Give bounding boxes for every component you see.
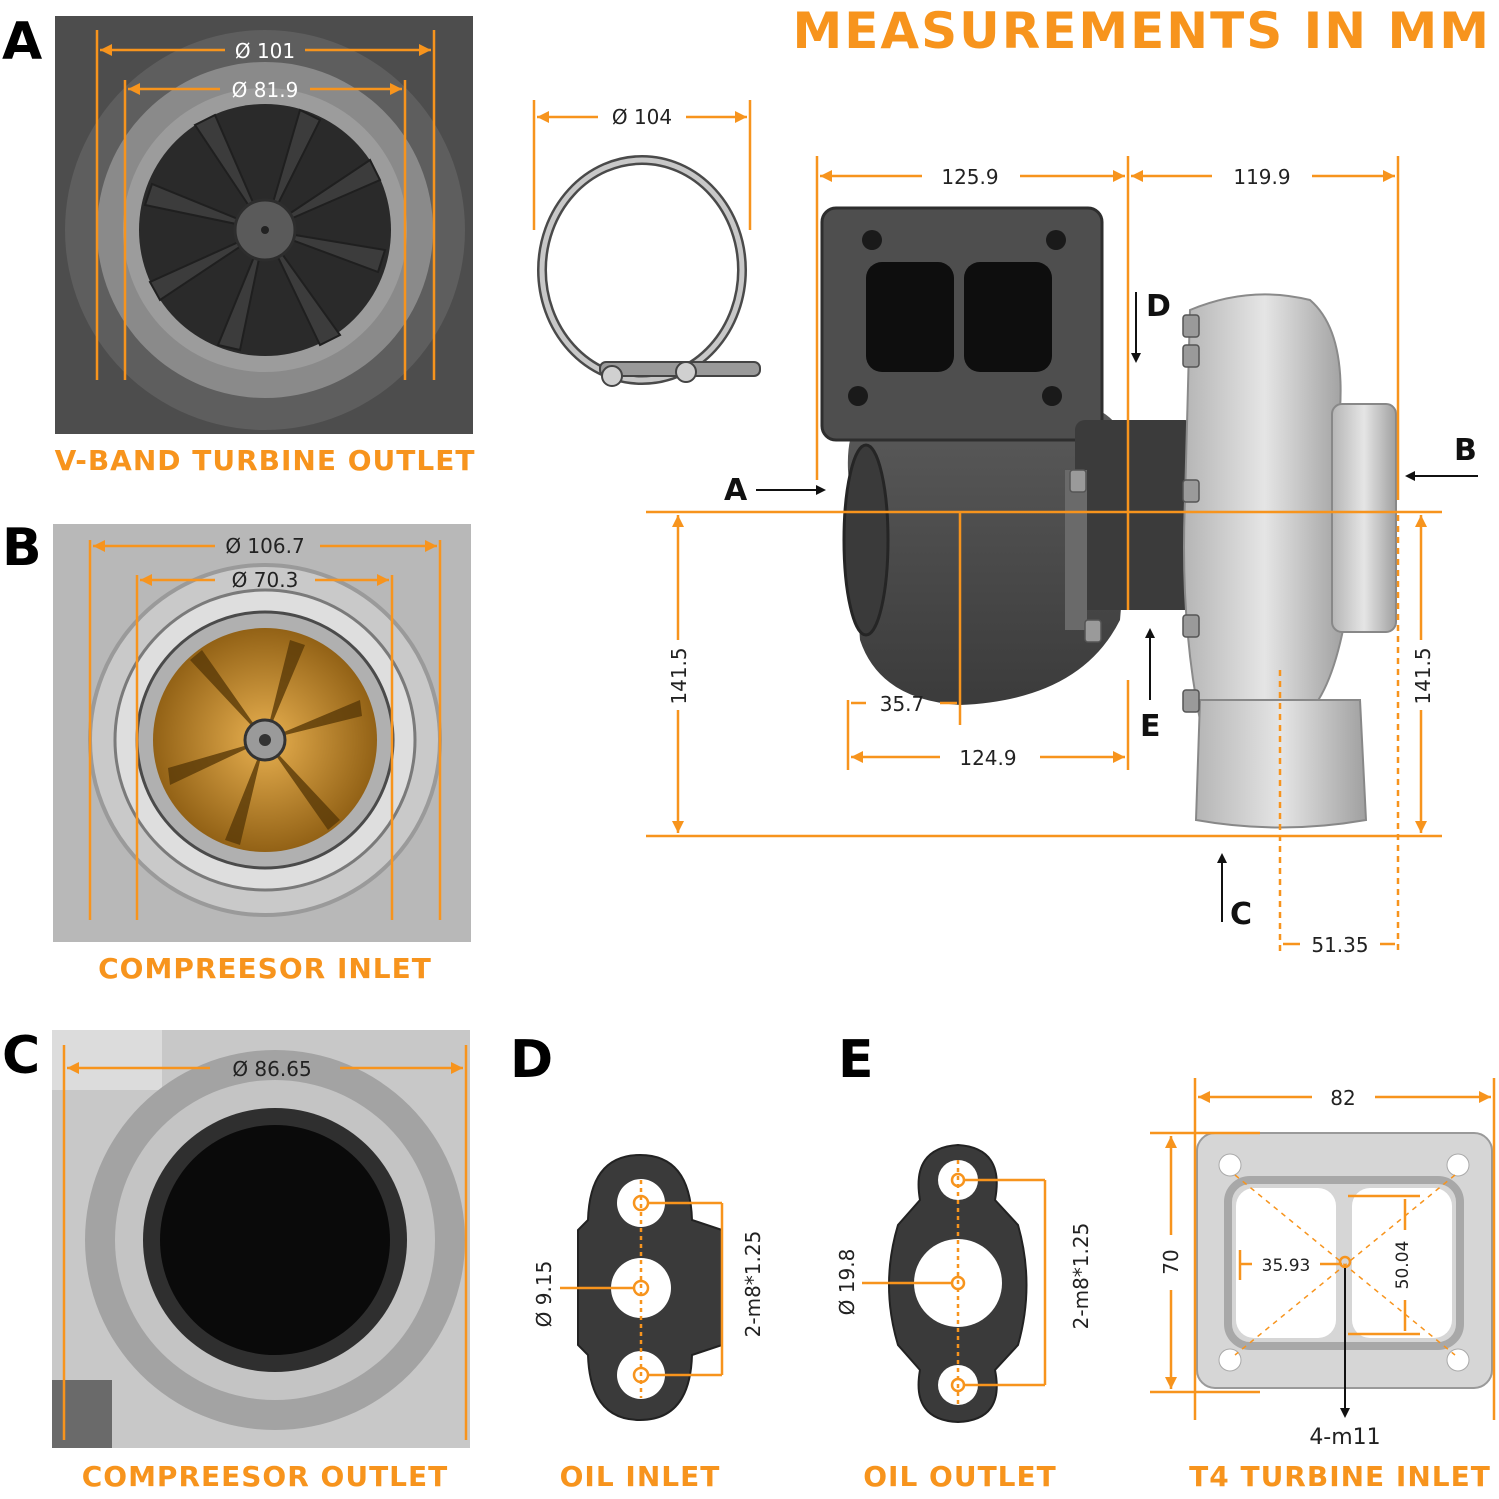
t4-bolt-pointer: [1340, 1268, 1350, 1418]
panel-t4-caption: T4 TURBINE INLET: [1189, 1460, 1491, 1493]
oil-outlet-dimensions: [862, 1160, 1047, 1405]
panel-d-caption: OIL INLET: [559, 1460, 721, 1493]
dim-top-right: 119.9: [1233, 165, 1290, 189]
panel-b-caption: COMPREESOR INLET: [98, 952, 432, 985]
vband-clamp-icon: [537, 155, 761, 387]
main-label-c: C: [1230, 897, 1252, 932]
clamp-diameter: Ø 104: [612, 105, 672, 129]
oil-inlet-hole-dim: Ø 9.15: [532, 1261, 556, 1328]
clamp-dimension: [532, 100, 752, 230]
turbine-wheel-icon: [143, 108, 387, 352]
dim-right-height: 141.5: [1411, 647, 1435, 704]
panel-a-dimensions: [95, 30, 436, 380]
oil-outlet-hole-dim: Ø 19.8: [835, 1249, 859, 1316]
t4-port-width: 35.93: [1262, 1256, 1311, 1276]
dim-inner-offset: 35.7: [880, 692, 925, 716]
panel-b-dim-inner: Ø 70.3: [232, 568, 299, 592]
oil-inlet-dimensions: [560, 1180, 724, 1398]
panel-c-letter: C: [2, 1026, 41, 1086]
panel-a-caption: V-BAND TURBINE OUTLET: [54, 444, 476, 477]
panel-b-dim-outer: Ø 106.7: [225, 534, 304, 558]
turbocharger-icon: [820, 206, 1397, 829]
panel-c-caption: COMPREESOR OUTLET: [81, 1460, 449, 1493]
main-dimensions: [646, 156, 1442, 955]
panel-c-dimensions: [62, 1045, 468, 1440]
panel-d-letter: D: [510, 1030, 554, 1090]
t4-width: 82: [1330, 1086, 1355, 1110]
panel-a-dim-inner: Ø 81.9: [232, 78, 299, 102]
panel-c-photo: [52, 1030, 470, 1448]
panel-b-photo: [53, 524, 471, 942]
dim-c-offset: 51.35: [1311, 933, 1368, 957]
main-label-a: A: [724, 473, 748, 508]
t4-dimensions: [1150, 1078, 1496, 1420]
panel-b-dimensions: [88, 540, 442, 920]
main-label-b: B: [1454, 433, 1477, 468]
t4-bolts: 4-m11: [1309, 1425, 1380, 1450]
panel-e-letter: E: [838, 1030, 874, 1090]
panel-a-letter: A: [2, 12, 43, 72]
t4-height: 70: [1159, 1249, 1183, 1274]
panel-e-caption: OIL OUTLET: [863, 1460, 1057, 1493]
t4-port-height: 50.04: [1393, 1241, 1413, 1290]
oil-inlet-bolt-dim: 2-m8*1.25: [741, 1231, 765, 1338]
oil-outlet-bolt-dim: 2-m8*1.25: [1069, 1223, 1093, 1330]
pointer-arrows: [756, 292, 1478, 922]
compressor-wheel-icon: [168, 640, 362, 845]
dim-top-left: 125.9: [941, 165, 998, 189]
dim-bottom-width: 124.9: [959, 746, 1016, 770]
panel-a-dim-outer: Ø 101: [235, 39, 295, 63]
main-label-e: E: [1140, 709, 1161, 744]
dim-left-height: 141.5: [667, 647, 691, 704]
panel-b-letter: B: [2, 518, 42, 578]
main-label-d: D: [1146, 289, 1171, 324]
page-title: MEASUREMENTS IN MM: [792, 2, 1491, 60]
panel-c-dim: Ø 86.65: [232, 1057, 311, 1081]
